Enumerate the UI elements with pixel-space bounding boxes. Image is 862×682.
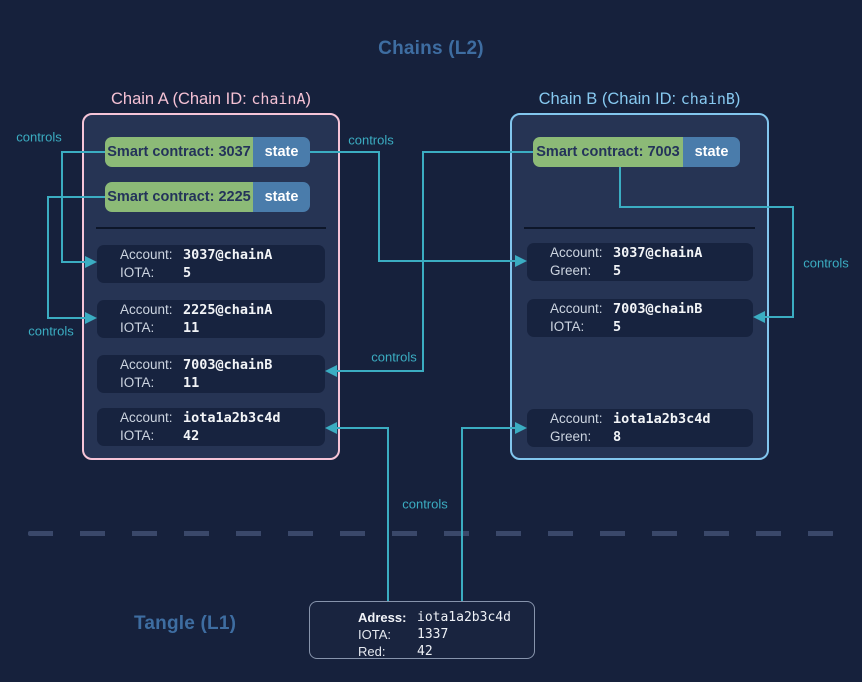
balance-value: 5 <box>613 319 622 335</box>
l1-l2-boundary-dashed-line <box>28 531 834 536</box>
chain-a-account-iota1a2b3c4d: Account: iota1a2b3c4d IOTA: 42 <box>97 408 325 446</box>
smart-contract-7003-state-badge: state <box>683 137 740 167</box>
balance-label: IOTA: <box>120 320 155 335</box>
account-value: 7003@chainB <box>183 357 273 373</box>
account-label: Account: <box>550 301 603 316</box>
smart-contract-2225-state-badge: state <box>253 182 310 212</box>
account-value: iota1a2b3c4d <box>613 411 711 427</box>
chain-a-account-3037: Account: 3037@chainA IOTA: 5 <box>97 245 325 283</box>
chain-a-id-code: chainA <box>251 90 306 108</box>
smart-contract-2225-label: Smart contract: 2225 <box>105 182 253 212</box>
chain-a-divider <box>96 227 326 229</box>
account-value: 2225@chainA <box>183 302 273 318</box>
wire-l1-to-accountB3 <box>461 427 517 601</box>
smart-contract-3037-state-badge: state <box>253 137 310 167</box>
chain-a-account-2225: Account: 2225@chainA IOTA: 11 <box>97 300 325 338</box>
smart-contract-3037-label: Smart contract: 3037 <box>105 137 253 167</box>
smart-contract-7003-label: Smart contract: 7003 <box>533 137 683 167</box>
account-value: 3037@chainA <box>183 247 273 263</box>
account-label: Account: <box>120 410 173 425</box>
account-label: Account: <box>120 357 173 372</box>
controls-label-mid-top: controls <box>348 132 394 148</box>
address-value: iota1a2b3c4d <box>417 610 511 625</box>
red-balance-label: Red: <box>358 644 386 659</box>
balance-label: IOTA: <box>120 265 155 280</box>
chains-l2-heading: Chains (L2) <box>378 38 484 59</box>
controls-label-bottom: controls <box>402 496 448 512</box>
smart-contract-7003: Smart contract: 7003 state <box>533 137 740 167</box>
controls-label-mid-center: controls <box>371 349 417 365</box>
wire-sc3037-to-accountB1 <box>310 151 517 262</box>
balance-value: 5 <box>183 265 192 281</box>
chain-b-account-3037: Account: 3037@chainA Green: 5 <box>527 243 753 281</box>
account-value: 7003@chainB <box>613 301 703 317</box>
address-label: Adress: <box>358 610 407 625</box>
balance-value: 5 <box>613 263 622 279</box>
chain-b-panel: Smart contract: 7003 state Account: 3037@… <box>510 113 769 460</box>
iota-balance-label: IOTA: <box>358 627 391 642</box>
chain-b-account-iota1a2b3c4d: Account: iota1a2b3c4d Green: 8 <box>527 409 753 447</box>
balance-label: Green: <box>550 263 592 278</box>
balance-label: IOTA: <box>120 428 155 443</box>
iota-balance-value: 1337 <box>417 627 449 642</box>
chain-a-title-close: ) <box>305 90 312 108</box>
controls-label-left-top: controls <box>16 129 62 145</box>
tangle-l1-heading: Tangle (L1) <box>134 613 237 634</box>
l1-address-box: Adress: iota1a2b3c4d IOTA: 1337 Red: 42 <box>309 601 535 659</box>
balance-value: 8 <box>613 429 622 445</box>
chain-b-title-text: Chain B (Chain ID: <box>538 90 681 108</box>
account-value: 3037@chainA <box>613 245 703 261</box>
balance-label: IOTA: <box>550 319 585 334</box>
smart-contract-3037: Smart contract: 3037 state <box>105 137 310 167</box>
balance-value: 42 <box>183 428 200 444</box>
chain-b-title-close: ) <box>734 90 741 108</box>
chain-a-panel: Smart contract: 3037 state Smart contrac… <box>82 113 340 460</box>
chain-b-title: Chain B (Chain ID: chainB) <box>510 90 769 109</box>
controls-label-right: controls <box>803 255 849 271</box>
chain-a-account-7003: Account: 7003@chainB IOTA: 11 <box>97 355 325 393</box>
chain-a-title-text: Chain A (Chain ID: <box>110 90 252 108</box>
chain-b-account-7003: Account: 7003@chainB IOTA: 5 <box>527 299 753 337</box>
red-balance-value: 42 <box>417 644 433 659</box>
chain-a-title: Chain A (Chain ID: chainA) <box>82 90 340 109</box>
account-value: iota1a2b3c4d <box>183 410 281 426</box>
balance-value: 11 <box>183 375 200 391</box>
balance-value: 11 <box>183 320 200 336</box>
chain-b-divider <box>524 227 755 229</box>
account-label: Account: <box>550 245 603 260</box>
balance-label: Green: <box>550 429 592 444</box>
wire-sc7003-to-accountA3 <box>336 151 533 372</box>
controls-label-left-bottom: controls <box>28 323 74 339</box>
account-label: Account: <box>120 302 173 317</box>
balance-label: IOTA: <box>120 375 155 390</box>
account-label: Account: <box>120 247 173 262</box>
account-label: Account: <box>550 411 603 426</box>
chain-b-id-code: chainB <box>680 90 735 108</box>
smart-contract-2225: Smart contract: 2225 state <box>105 182 310 212</box>
wire-l1-to-accountA4 <box>336 427 389 601</box>
